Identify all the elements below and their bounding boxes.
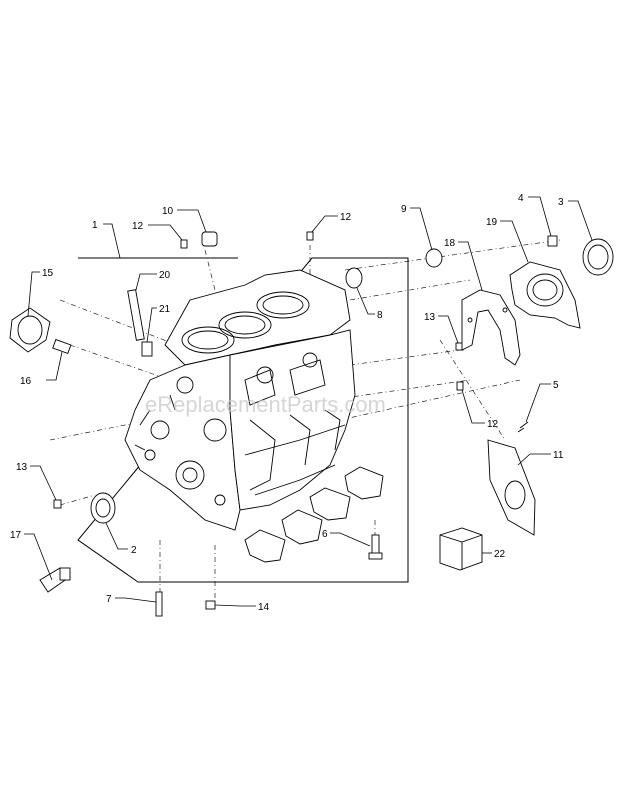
part-10-plug — [201, 231, 218, 247]
callout-2: 2 — [131, 545, 137, 556]
part-14-plug — [205, 600, 216, 610]
part-20-tube — [127, 289, 145, 341]
callout-16: 16 — [20, 376, 32, 387]
callout-15: 15 — [42, 268, 54, 279]
callout-5: 5 — [553, 380, 559, 391]
callout-13-left: 13 — [16, 462, 28, 473]
part-12-dowel-pins — [180, 231, 464, 391]
part-13-plugs — [53, 342, 464, 509]
part-4-fitting — [547, 235, 558, 247]
main-bearing-caps — [244, 466, 384, 563]
callout-12-right: 12 — [487, 419, 499, 430]
callout-13-right: 13 — [424, 312, 436, 323]
callout-6: 6 — [322, 529, 328, 540]
assembly-frame — [77, 257, 409, 583]
part-5-bolt — [517, 421, 529, 433]
part-21-sleeve — [141, 341, 153, 357]
callout-22: 22 — [494, 549, 506, 560]
callout-21: 21 — [159, 304, 171, 315]
watermark: eReplacementParts.com — [145, 392, 386, 417]
part-17-sensor — [39, 567, 71, 593]
part-3-seal-ring — [582, 238, 614, 276]
part-2-oil-seal — [90, 492, 116, 524]
part-7-stud — [155, 591, 163, 617]
part-8-plug — [345, 267, 363, 289]
leader-lines — [24, 196, 593, 607]
callout-10: 10 — [162, 206, 174, 217]
callout-12-top-left: 12 — [132, 221, 144, 232]
callout-11: 11 — [553, 450, 564, 461]
part-22-control-module — [439, 527, 483, 571]
callout-17: 17 — [10, 530, 22, 541]
callout-14: 14 — [258, 602, 270, 613]
engine-block — [124, 269, 356, 531]
part-19-rear-seal-housing — [509, 261, 581, 329]
part-15-oil-filter — [9, 307, 51, 353]
part-9-cap — [425, 248, 443, 268]
callout-4: 4 — [518, 193, 524, 204]
callout-9: 9 — [401, 204, 407, 215]
callout-3: 3 — [558, 197, 564, 208]
callout-8: 8 — [377, 310, 383, 321]
part-16-fitting — [52, 338, 72, 355]
part-11-cover-plate — [487, 439, 536, 536]
callout-7: 7 — [106, 594, 112, 605]
part-6-bolt — [368, 534, 383, 560]
callout-labels: 1 2 3 4 5 6 7 8 9 10 11 12 12 12 13 13 1… — [10, 193, 564, 613]
callout-12-top-right: 12 — [340, 212, 352, 223]
callout-20: 20 — [159, 270, 171, 281]
callout-1: 1 — [92, 220, 98, 231]
callout-19: 19 — [486, 217, 498, 228]
callout-18: 18 — [444, 238, 456, 249]
part-18-bearing-housing — [461, 289, 521, 366]
